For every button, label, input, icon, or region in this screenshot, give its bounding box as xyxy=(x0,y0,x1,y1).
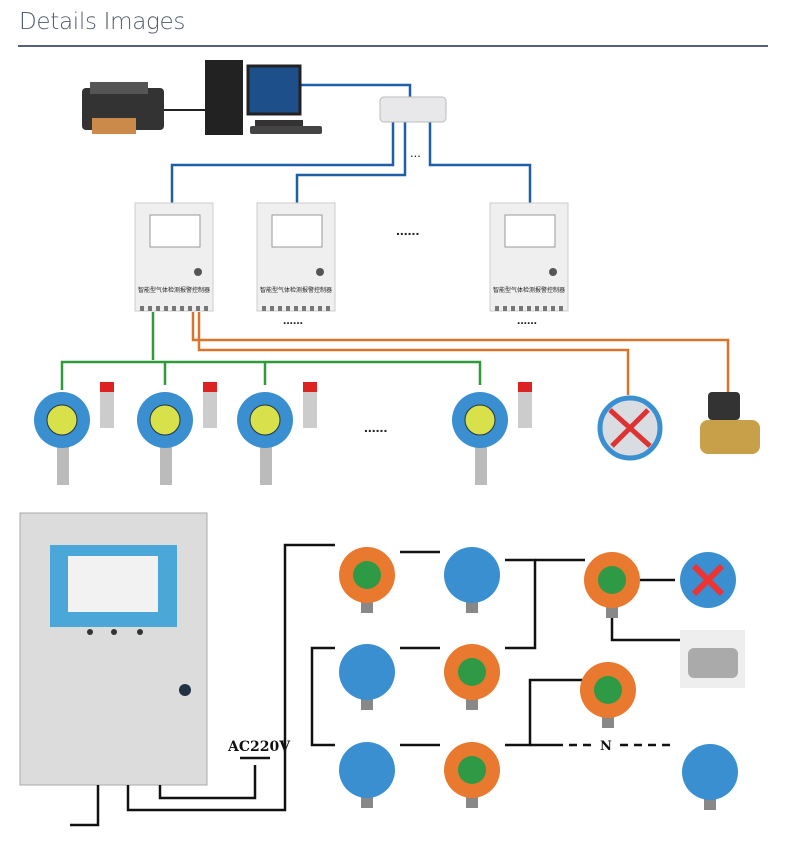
explosion-proof-detector-blue xyxy=(444,547,500,613)
shutoff-valve-icon xyxy=(680,630,745,688)
axial-fan-icon xyxy=(680,552,736,608)
gas-detector xyxy=(137,382,217,485)
explosion-proof-detector-orange xyxy=(444,644,500,710)
sensor-bus-wiring xyxy=(60,312,730,395)
alarm-controller: 智能型气体检测报警控制器 xyxy=(489,202,569,312)
alarm-controller: 智能型气体检测报警控制器 xyxy=(256,202,336,312)
controller-label: 智能型气体检测报警控制器 xyxy=(260,286,332,294)
computer-icon xyxy=(205,60,322,135)
alarm-controller: 智能型气体检测报警控制器 xyxy=(134,202,214,312)
controller-label: 智能型气体检测报警控制器 xyxy=(138,286,210,294)
controller-label: 智能型气体检测报警控制器 xyxy=(493,286,565,294)
bus-wiring xyxy=(70,543,685,827)
title-divider xyxy=(18,45,768,47)
ellipsis-label: ... xyxy=(410,145,421,160)
explosion-proof-detector-blue xyxy=(339,644,395,710)
power-supply-label: AC220V xyxy=(227,739,291,755)
gas-detector xyxy=(34,382,114,485)
section-title: Details Images xyxy=(19,9,186,35)
gas-detector xyxy=(452,382,532,485)
ellipsis-label: ...... xyxy=(396,222,419,238)
gas-detector xyxy=(237,382,317,485)
printer-icon xyxy=(82,82,205,134)
explosion-proof-detector-blue xyxy=(339,742,395,808)
ellipsis-label: ...... xyxy=(364,419,387,435)
explosion-proof-detector-blue xyxy=(682,744,738,810)
ellipsis-label: ...... xyxy=(283,313,303,327)
control-cabinet xyxy=(19,512,208,786)
explosion-proof-detector-orange xyxy=(444,742,500,808)
explosion-proof-detector-orange xyxy=(584,552,640,618)
explosion-proof-detector-orange xyxy=(580,662,636,728)
ellipsis-label: ...... xyxy=(517,313,537,327)
solenoid-valve-icon xyxy=(700,392,760,454)
explosion-proof-detector-orange xyxy=(339,547,395,613)
network-wiring xyxy=(170,83,532,203)
exhaust-fan-icon xyxy=(597,395,663,461)
network-switch-icon xyxy=(379,96,447,123)
detector-count-label: N xyxy=(600,739,612,754)
